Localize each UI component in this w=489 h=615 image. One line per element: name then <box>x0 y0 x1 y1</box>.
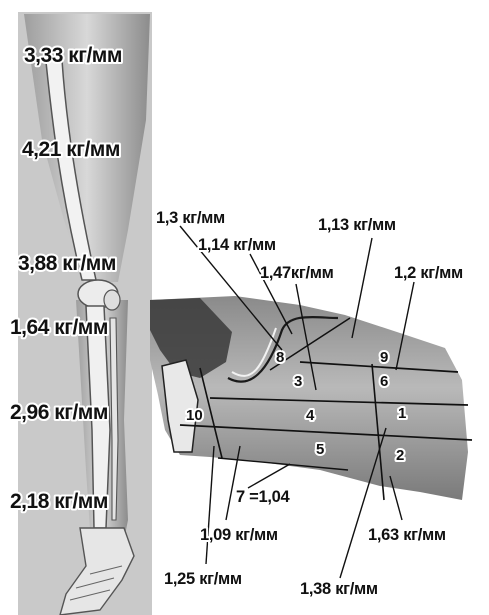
leg-label-4: 1,64 кг/мм <box>10 316 108 339</box>
label-1-47: 1,47кг/мм <box>260 264 334 282</box>
label-1-38: 1,38 кг/мм <box>300 580 378 598</box>
leg-label-5: 2,96 кг/мм <box>10 401 108 424</box>
patella <box>104 290 120 310</box>
leader-1-25 <box>206 446 214 564</box>
zone-5: 5 <box>316 441 324 458</box>
label-1-2: 1,2 кг/мм <box>394 264 463 282</box>
zone-2: 2 <box>396 447 404 464</box>
label-1-3: 1,3 кг/мм <box>156 209 225 227</box>
leg-label-6: 2,18 кг/мм <box>10 490 108 513</box>
zone-4: 4 <box>306 407 315 424</box>
zone-8: 8 <box>276 349 284 366</box>
label-1-14: 1,14 кг/мм <box>198 236 276 254</box>
leg-illustration <box>18 12 152 615</box>
label-7: 7 =1,04 <box>236 488 291 506</box>
zone-1: 1 <box>398 405 406 422</box>
heel-section: 8 3 4 5 10 9 6 1 2 <box>150 296 472 500</box>
label-1-63: 1,63 кг/мм <box>368 526 446 544</box>
leg-label-1: 3,33 кг/мм <box>24 44 122 67</box>
leg-label-2: 4,21 кг/мм <box>22 138 120 161</box>
zone-10: 10 <box>186 407 203 424</box>
leader-7 <box>248 464 290 488</box>
leg-label-3: 3,88 кг/мм <box>18 252 116 275</box>
zone-3: 3 <box>294 373 302 390</box>
label-1-09: 1,09 кг/мм <box>200 526 278 544</box>
zone-9: 9 <box>380 349 388 366</box>
label-1-13: 1,13 кг/мм <box>318 216 396 234</box>
label-1-25: 1,25 кг/мм <box>164 570 242 588</box>
zone-6: 6 <box>380 373 388 390</box>
